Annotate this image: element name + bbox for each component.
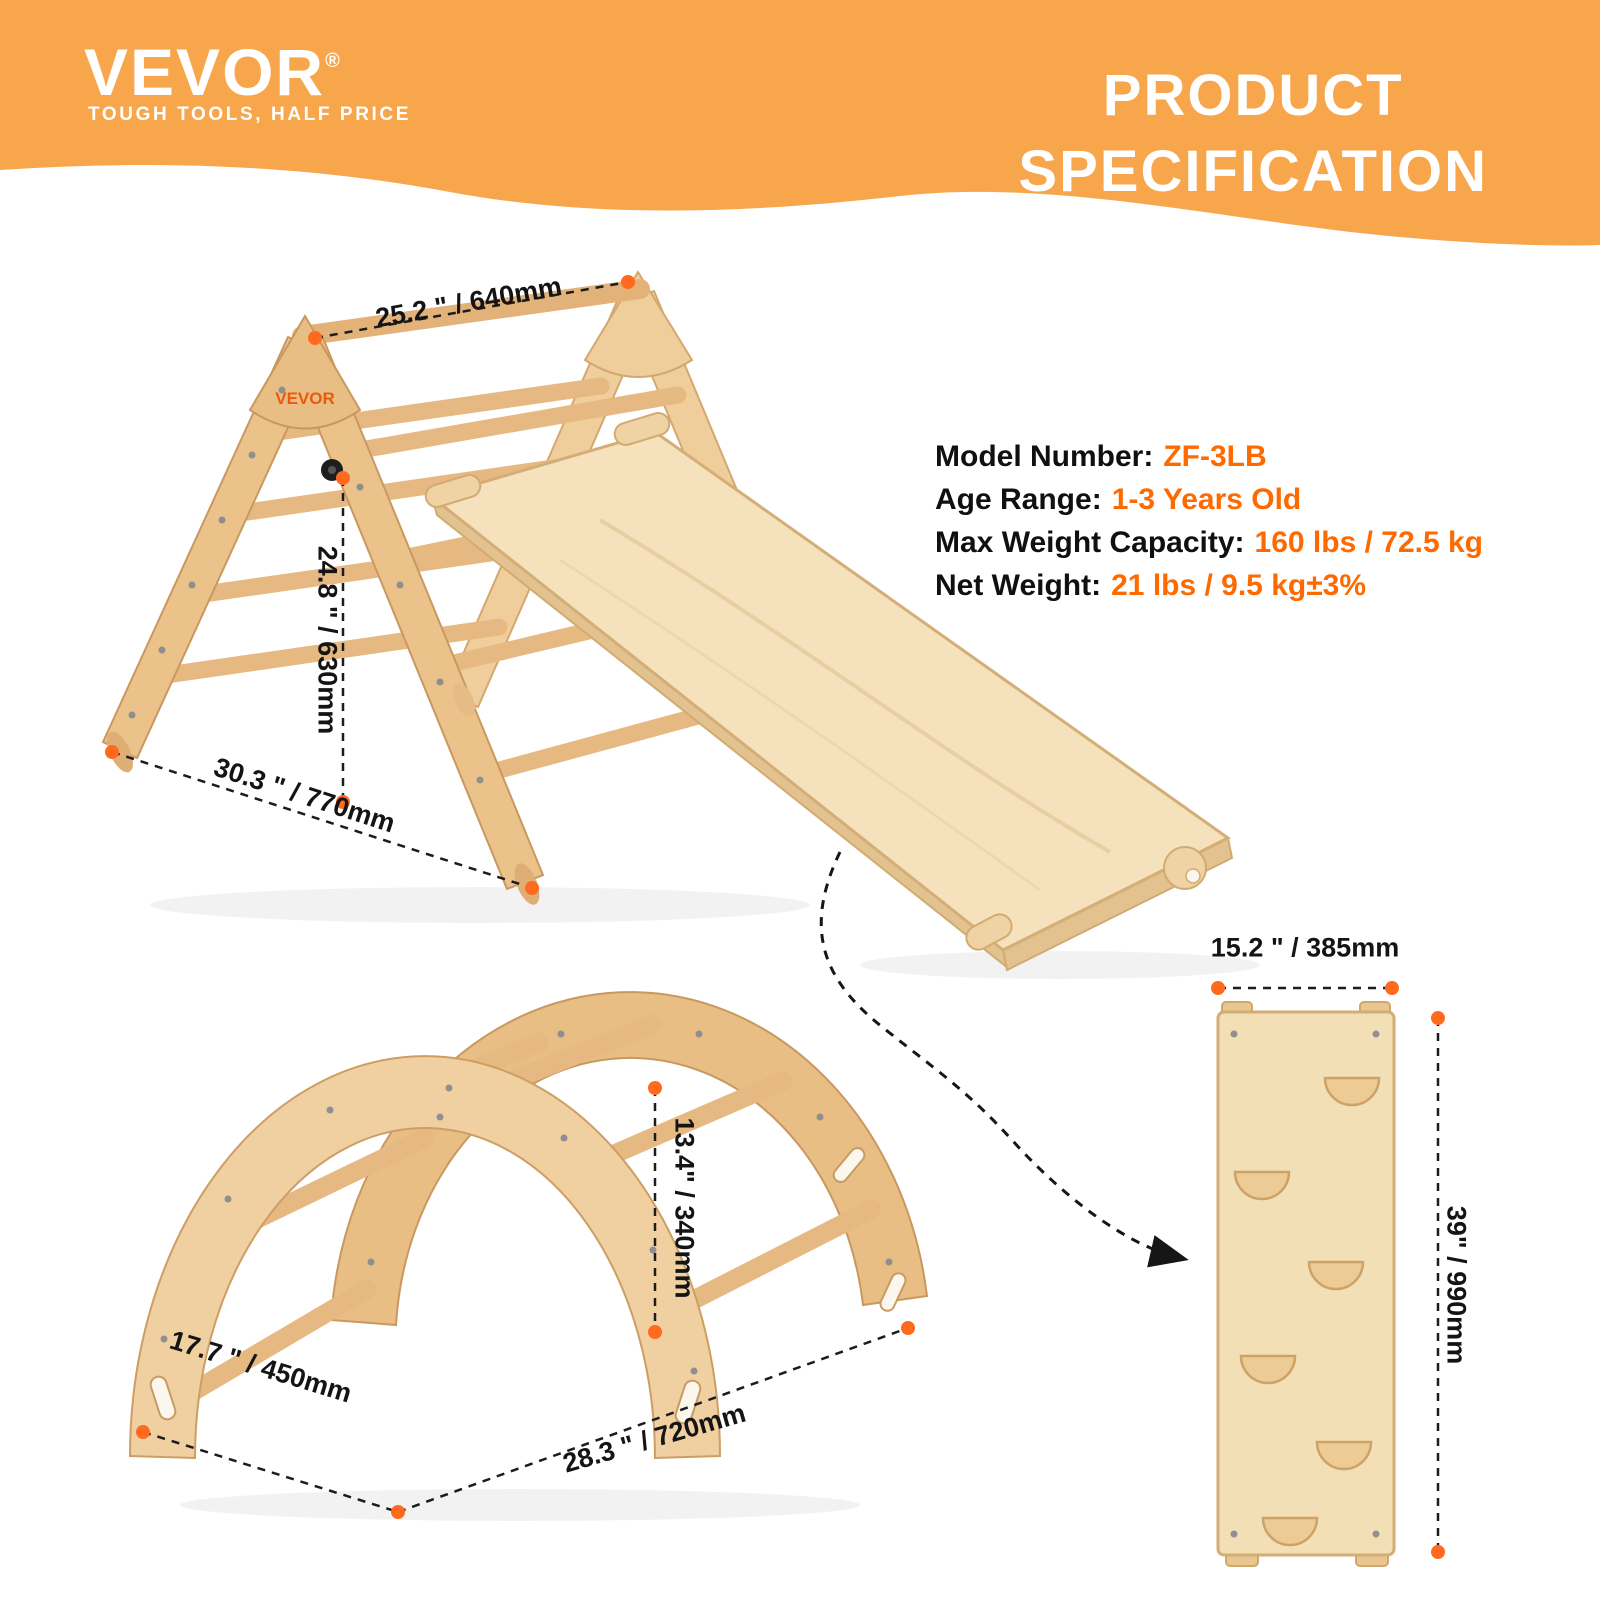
slide-end-curl xyxy=(1163,846,1207,890)
top-bar xyxy=(292,279,650,346)
dimension-label-arch-height: 13.4" / 340mm xyxy=(669,1117,700,1299)
wood-grain xyxy=(598,518,1111,854)
spec-net-weight-label: Net Weight: xyxy=(935,569,1102,602)
brand-logo: VEVOR® xyxy=(84,26,342,107)
apex-panel-logo: VEVOR xyxy=(275,389,335,408)
dimension-line-triangle-top xyxy=(314,280,629,340)
dimension-lines xyxy=(111,280,1440,1552)
triangle-shadow xyxy=(150,887,810,923)
spec-net-weight: Net Weight: 21 lbs / 9.5 kg±3% xyxy=(935,569,1483,603)
header-wave-background xyxy=(0,0,1600,246)
spec-model-number: Model Number: ZF-3LB xyxy=(935,440,1483,474)
slide-surface xyxy=(428,430,1231,952)
page-title-line1: PRODUCT xyxy=(1102,63,1404,128)
wave-shape xyxy=(0,0,1600,246)
arch-screws xyxy=(160,1030,893,1375)
spec-age-range-label: Age Range: xyxy=(935,483,1102,516)
dimension-dots xyxy=(105,275,1445,1559)
slide-hook-right xyxy=(613,412,671,446)
back-apex-plate xyxy=(583,270,694,378)
brand-wordmark: VEVOR xyxy=(84,35,326,109)
spec-age-range-value: 1-3 Years Old xyxy=(1111,483,1302,516)
spec-max-weight-value: 160 lbs / 72.5 kg xyxy=(1254,526,1483,559)
dimension-line-triangle-depth xyxy=(111,750,533,890)
brand-tagline: TOUGH TOOLS, HALF PRICE xyxy=(88,104,411,125)
ramp-climbing-holds xyxy=(1233,1076,1381,1547)
spec-net-weight-value: 21 lbs / 9.5 kg±3% xyxy=(1111,569,1367,602)
arch-front-band xyxy=(128,1055,722,1460)
slide-hook-left xyxy=(424,474,482,508)
arch-rocker-illustration xyxy=(128,991,929,1460)
climbing-ramp-illustration xyxy=(1216,1001,1396,1567)
spec-model-number-label: Model Number: xyxy=(935,440,1154,473)
registered-trademark-icon: ® xyxy=(325,50,342,72)
spec-max-weight-label: Max Weight Capacity: xyxy=(935,526,1245,559)
dimension-line-arch-width xyxy=(397,1326,909,1514)
front-apex-plate xyxy=(248,314,362,430)
ramp-board xyxy=(1216,1010,1396,1557)
spec-model-number-value: ZF-3LB xyxy=(1163,440,1267,473)
page-title-line2: SPECIFICATION xyxy=(1018,139,1488,204)
slide-shadow xyxy=(860,951,1260,979)
ramp-screws xyxy=(1230,1030,1380,1538)
pointer-arrow-icon xyxy=(819,851,1189,1268)
triangle-screws xyxy=(128,386,484,784)
dimension-label-ramp-height: 39" / 990mm xyxy=(1441,1205,1472,1365)
spec-max-weight: Max Weight Capacity: 160 lbs / 72.5 kg xyxy=(935,526,1483,560)
dimension-label-triangle-height: 24.8 " / 630mm xyxy=(312,545,343,735)
arch-shadow xyxy=(180,1489,860,1521)
slide-board-illustration xyxy=(424,412,1234,972)
spec-age-range: Age Range: 1-3 Years Old xyxy=(935,483,1483,517)
dimension-label-ramp-width: 15.2 " / 385mm xyxy=(1210,932,1400,963)
slide-foot xyxy=(965,913,1013,951)
arch-handle-slots xyxy=(149,1147,907,1425)
page-title: PRODUCT SPECIFICATION xyxy=(1018,58,1488,210)
product-spec-list: Model Number: ZF-3LB Age Range: 1-3 Years … xyxy=(935,440,1483,612)
